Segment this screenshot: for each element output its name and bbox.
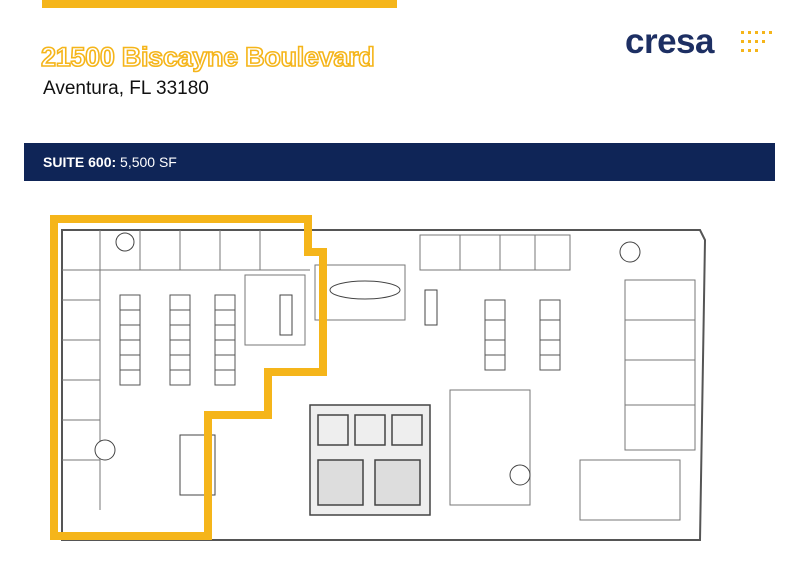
floor-plan bbox=[50, 215, 707, 541]
cresa-logo: cresa bbox=[625, 22, 775, 64]
building-core bbox=[309, 404, 431, 516]
logo-wordmark: cresa bbox=[625, 22, 714, 61]
interior-walls bbox=[62, 230, 696, 521]
dot-grid-icon bbox=[741, 31, 772, 52]
building-outline bbox=[61, 229, 707, 541]
address-subtitle: Aventura, FL 33180 bbox=[43, 78, 209, 99]
suite-label: SUITE 600: bbox=[43, 154, 117, 170]
suite-highlight-outline bbox=[50, 215, 327, 540]
workstations bbox=[119, 294, 561, 386]
page-title: 21500 Biscayne Boulevard bbox=[40, 41, 375, 73]
suite-area: 5,500 SF bbox=[120, 154, 177, 170]
suite-info-band: SUITE 600: 5,500 SF bbox=[24, 143, 775, 181]
accent-top-bar bbox=[42, 0, 397, 8]
